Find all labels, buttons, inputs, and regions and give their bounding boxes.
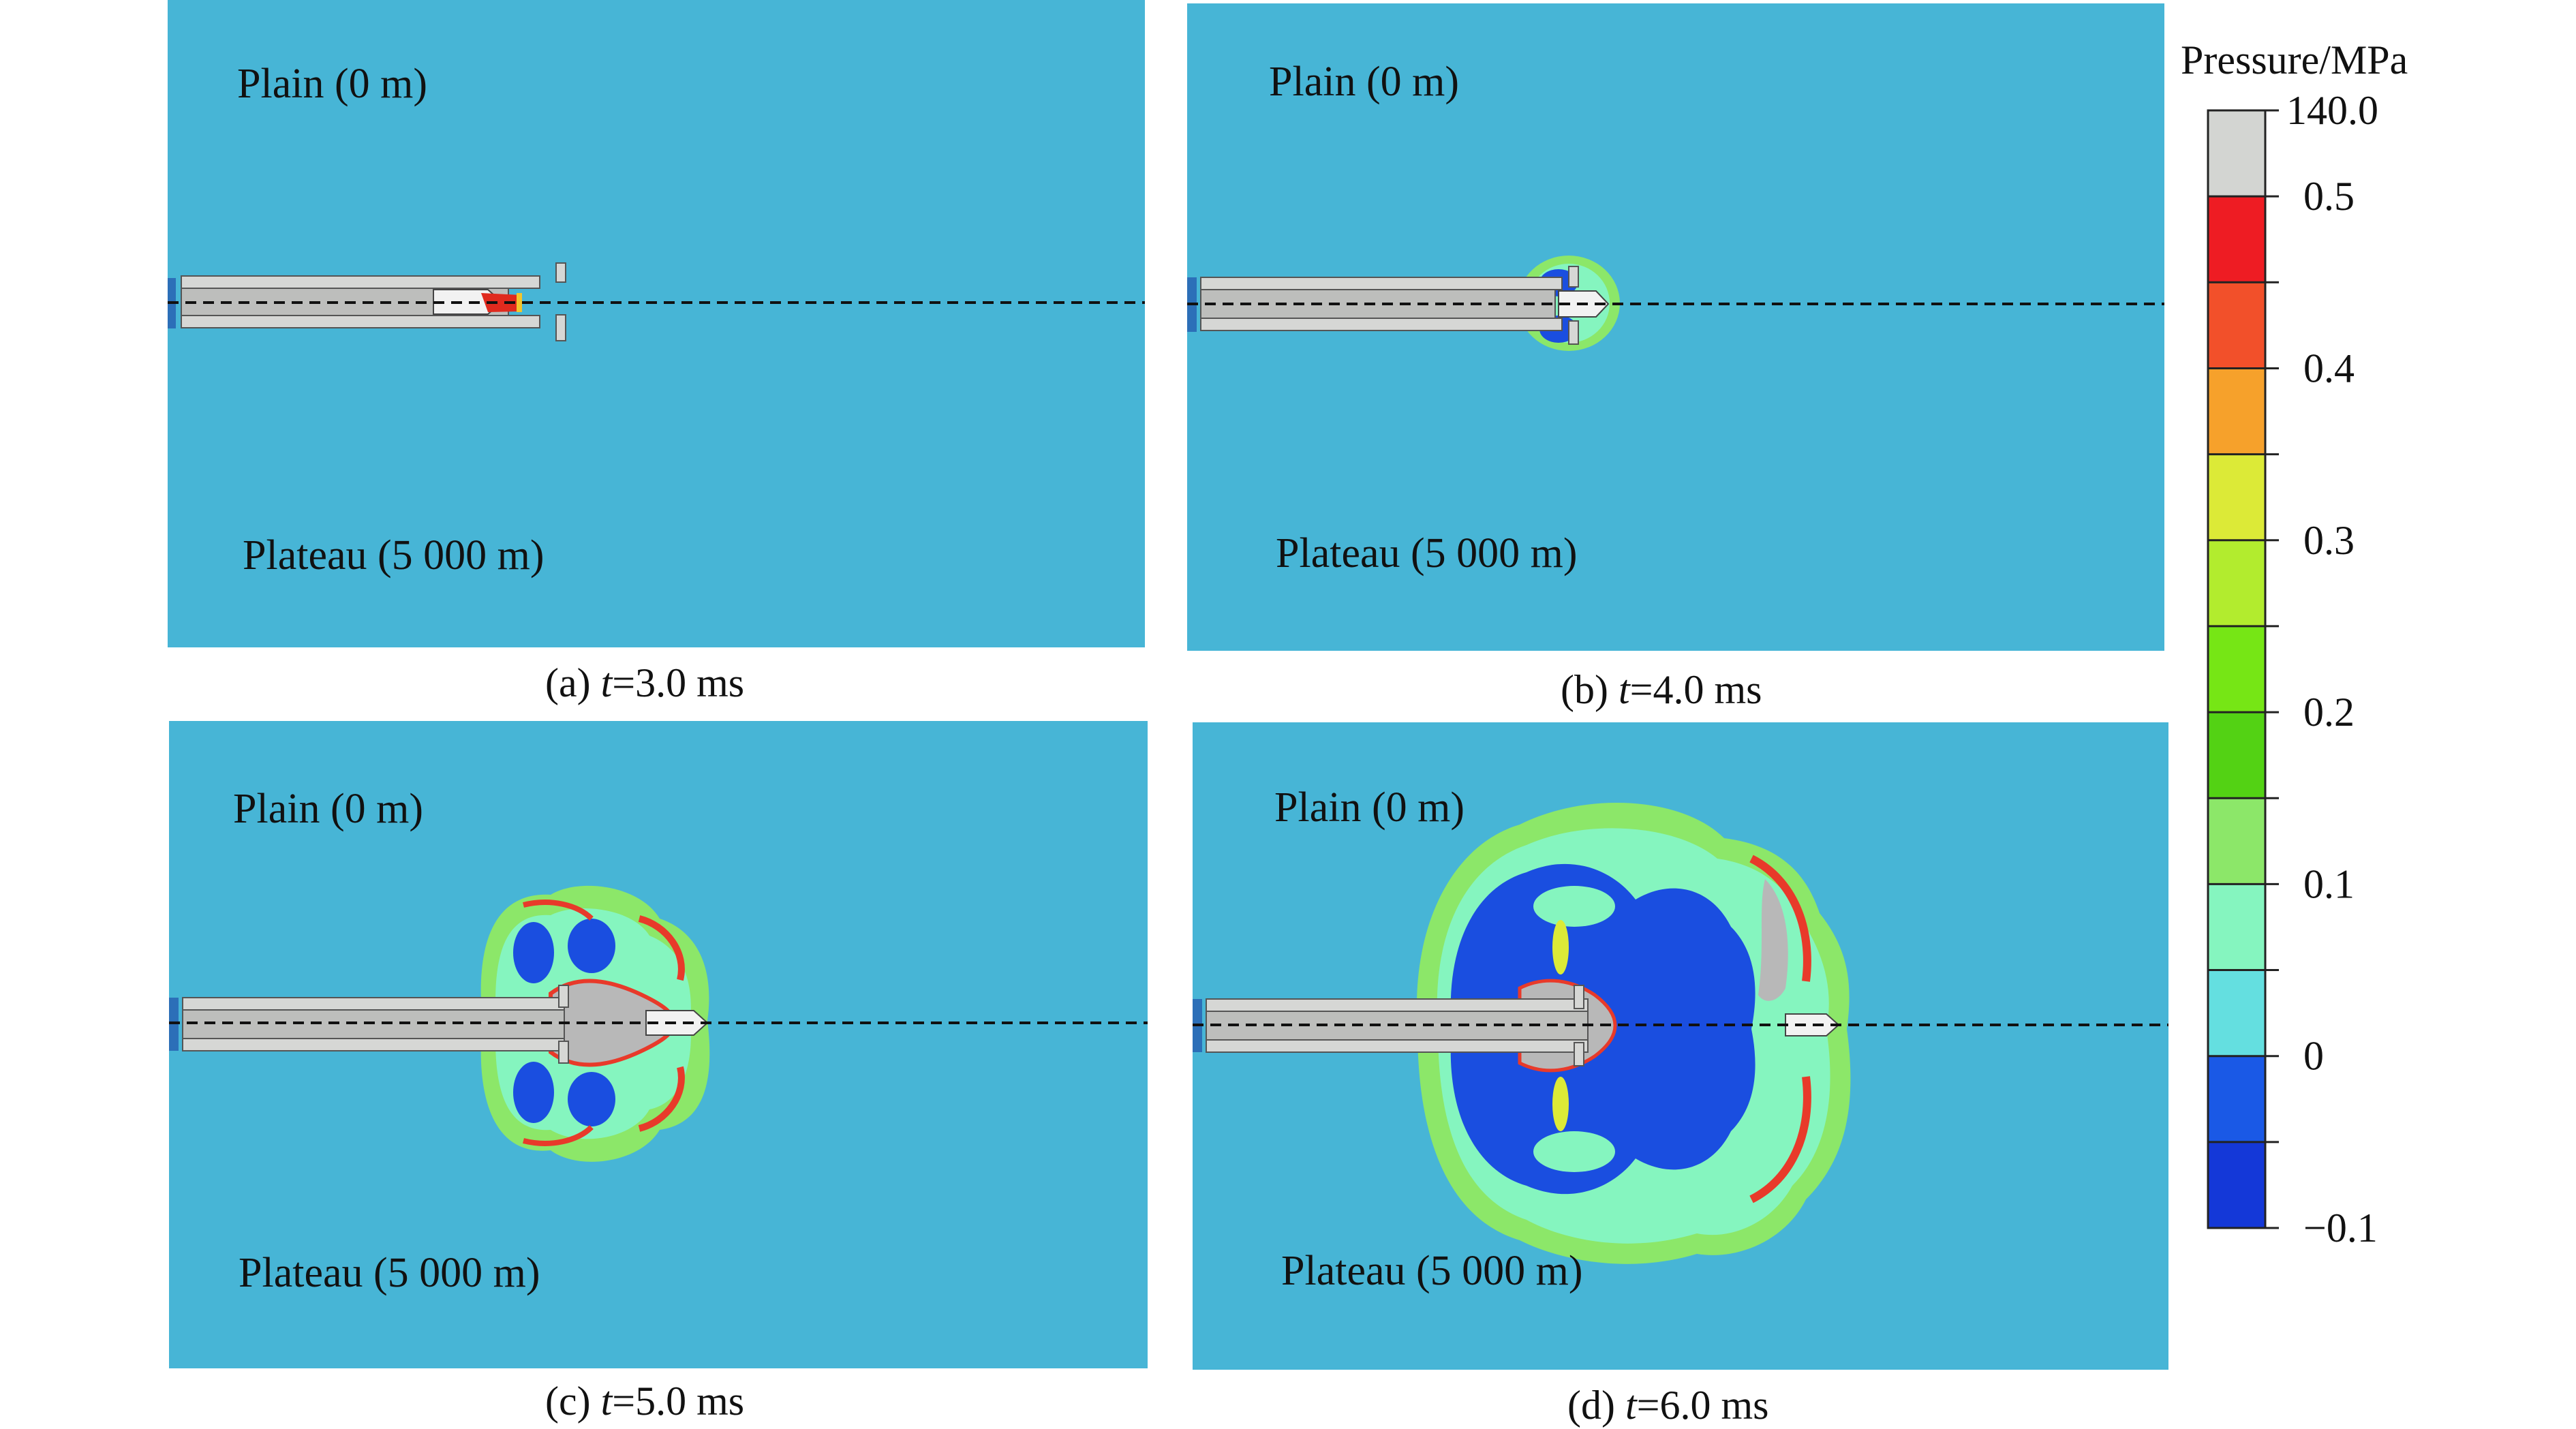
- rarefaction-3: [568, 919, 615, 973]
- shock-red-upper: [638, 915, 685, 981]
- shock-red-upper: [1749, 855, 1811, 982]
- muzzle-brake-upper: [555, 262, 566, 283]
- muzzle-gas-yellow: [517, 293, 522, 312]
- rarefaction-1: [513, 922, 554, 983]
- colorbar-tick-label: 0.2: [2303, 690, 2355, 735]
- muzzle-brake-lower: [1568, 320, 1579, 345]
- bottom-region-label: Plateau (5 000 m): [239, 1250, 540, 1296]
- panel-d-field: [1193, 802, 2168, 1264]
- colorbar: Pressure/MPa 140.0 0.5 0.4 0.3 0.2 0.1 0 −0.1: [2181, 37, 2408, 1250]
- projectile: [1785, 1013, 1840, 1036]
- bottom-region-label: Plateau (5 000 m): [1276, 530, 1578, 577]
- barrel-lower-wall: [181, 315, 540, 328]
- muzzle-brake-upper: [1568, 266, 1579, 288]
- projectile: [645, 1010, 709, 1036]
- muzzle-brake-lower: [1574, 1042, 1584, 1066]
- yellow-jet-upper: [1552, 920, 1569, 974]
- top-region-label: Plain (0 m): [237, 61, 427, 107]
- panel-a-field: [168, 262, 1145, 341]
- muzzle-brake-lower: [555, 314, 566, 341]
- caption-c: (c) t=5.0 ms: [545, 1379, 745, 1424]
- panel-a: Plain (0 m) Plateau (5 000 m): [168, 0, 1145, 647]
- legend-title: Pressure/MPa: [2181, 41, 2408, 82]
- colorbar-band: [2208, 712, 2265, 799]
- pressure-legend: Pressure/MPa 140.0 0.5 0.4 0.3 0.2 0.1 0 −0.1: [2167, 37, 2576, 1261]
- colorbar-band: [2208, 626, 2265, 713]
- colorbar-band: [2208, 110, 2265, 197]
- yellow-jet-lower: [1552, 1077, 1569, 1131]
- caption-d: (d) t=6.0 ms: [1567, 1383, 1769, 1428]
- bottom-region-label: Plateau (5 000 m): [1281, 1248, 1583, 1294]
- colorbar-bands: [2207, 109, 2267, 1229]
- colorbar-band: [2208, 798, 2265, 885]
- colorbar-tick-label: 0.3: [2303, 518, 2355, 563]
- top-region-label: Plain (0 m): [1274, 784, 1465, 831]
- caption-a: (a) t=3.0 ms: [545, 660, 745, 705]
- colorbar-band: [2208, 454, 2265, 541]
- barrel-lower-wall: [1200, 318, 1563, 331]
- barrel-upper-wall: [181, 275, 540, 289]
- muzzle-brake-upper: [1574, 985, 1584, 1009]
- colorbar-band: [2208, 540, 2265, 627]
- colorbar-tick-label: −0.1: [2303, 1205, 2378, 1250]
- colorbar-tick-label: 140.0: [2286, 88, 2378, 133]
- rarefaction-2: [513, 1062, 554, 1123]
- top-region-label: Plain (0 m): [233, 786, 423, 832]
- colorbar-ticks: 140.0 0.5 0.4 0.3 0.2 0.1 0 −0.1: [2208, 88, 2378, 1250]
- panel-b-field: [1187, 256, 2164, 351]
- colorbar-band: [2208, 196, 2265, 283]
- colorbar-band: [2208, 368, 2265, 455]
- shock-red-top: [523, 900, 594, 921]
- barrel-lower-wall: [1206, 1039, 1589, 1053]
- caption-b: (b) t=4.0 ms: [1561, 667, 1762, 712]
- top-region-label: Plain (0 m): [1269, 59, 1459, 105]
- barrel-upper-wall: [182, 997, 565, 1011]
- colorbar-band: [2208, 1141, 2265, 1229]
- muzzle-brake-upper: [558, 985, 569, 1008]
- colorbar-tick-label: 0.1: [2303, 861, 2355, 906]
- shock-red-lower: [1749, 1076, 1811, 1203]
- gas-pocket-upper: [1758, 879, 1788, 1001]
- colorbar-band: [2208, 1056, 2265, 1143]
- bottom-region-label: Plateau (5 000 m): [243, 532, 545, 579]
- panel-c-field: [169, 885, 1148, 1162]
- rarefaction-4: [568, 1072, 615, 1126]
- colorbar-tick-label: 0.5: [2303, 174, 2355, 219]
- barrel-upper-wall: [1200, 277, 1563, 290]
- shock-red-bottom: [523, 1125, 594, 1146]
- panel-c: Plain (0 m) Plateau (5 000 m): [169, 721, 1148, 1368]
- barrel-bore: [1200, 289, 1556, 319]
- colorbar-band: [2208, 884, 2265, 971]
- colorbar-tick-label: 0: [2303, 1034, 2324, 1079]
- panel-b: Plain (0 m) Plateau (5 000 m): [1187, 3, 2164, 651]
- panel-d: Plain (0 m) Plateau (5 000 m): [1193, 722, 2168, 1370]
- colorbar-band: [2208, 282, 2265, 369]
- light-pocket-upper: [1533, 886, 1615, 927]
- light-pocket-lower: [1533, 1131, 1615, 1172]
- shock-red-lower: [638, 1066, 685, 1132]
- barrel-upper-wall: [1206, 998, 1589, 1012]
- barrel-lower-wall: [182, 1038, 565, 1051]
- muzzle-brake-lower: [558, 1041, 569, 1064]
- colorbar-band: [2208, 970, 2265, 1057]
- colorbar-tick-label: 0.4: [2303, 345, 2355, 390]
- muzzle-gas-red: [481, 293, 522, 312]
